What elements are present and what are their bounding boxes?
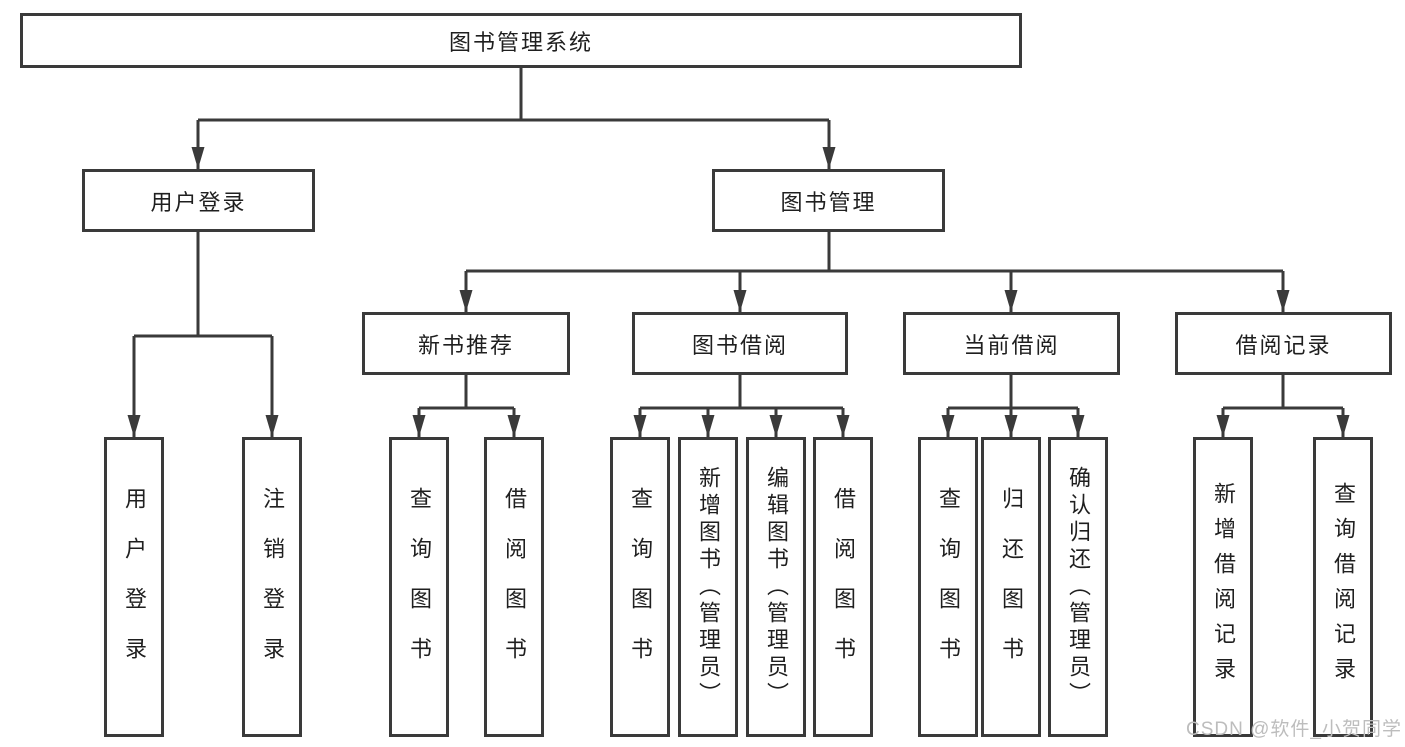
node-book-borrowing-label: 图书借阅 bbox=[691, 332, 788, 358]
leaf-query-books-borrowing: 查询图书 bbox=[610, 437, 670, 737]
csdn-watermark: CSDN @软件_小贺同学 bbox=[1186, 719, 1402, 740]
leaf-add-borrow-record: 新增借阅记录 bbox=[1193, 437, 1253, 737]
leaf-confirm-return-admin-label: 确认归还（管理员） bbox=[1066, 465, 1091, 709]
node-book-management-label: 图书管理 bbox=[780, 189, 877, 215]
node-library-system-label: 图书管理系统 bbox=[448, 29, 593, 55]
leaf-add-books-admin: 新增图书（管理员） bbox=[678, 437, 738, 737]
node-user-login: 用户登录 bbox=[82, 169, 315, 232]
leaf-edit-books-admin: 编辑图书（管理员） bbox=[746, 437, 806, 737]
leaf-user-login: 用户登录 bbox=[104, 437, 164, 737]
node-current-borrowing: 当前借阅 bbox=[903, 312, 1120, 375]
node-new-book-recommend-label: 新书推荐 bbox=[417, 332, 514, 358]
leaf-borrow-books-label: 借阅图书 bbox=[831, 487, 856, 687]
leaf-return-books-label: 归还图书 bbox=[999, 487, 1024, 687]
leaf-return-books: 归还图书 bbox=[981, 437, 1041, 737]
leaf-add-books-admin-label: 新增图书（管理员） bbox=[696, 465, 721, 709]
node-user-login-label: 用户登录 bbox=[150, 189, 247, 215]
node-book-borrowing: 图书借阅 bbox=[632, 312, 848, 375]
leaf-query-books-current: 查询图书 bbox=[918, 437, 978, 737]
node-book-management: 图书管理 bbox=[712, 169, 945, 232]
leaf-query-books-borrowing-label: 查询图书 bbox=[628, 487, 653, 687]
leaf-logout-label: 注销登录 bbox=[260, 487, 285, 687]
leaf-query-books-recommend-label: 查询图书 bbox=[407, 487, 432, 687]
leaf-query-books-current-label: 查询图书 bbox=[936, 487, 961, 687]
leaf-add-borrow-record-label: 新增借阅记录 bbox=[1211, 482, 1236, 692]
leaf-borrow-books-recommend-label: 借阅图书 bbox=[502, 487, 527, 687]
leaf-borrow-books: 借阅图书 bbox=[813, 437, 873, 737]
node-borrowing-records-label: 借阅记录 bbox=[1235, 332, 1332, 358]
leaf-logout: 注销登录 bbox=[242, 437, 302, 737]
node-library-system: 图书管理系统 bbox=[20, 13, 1022, 68]
leaf-query-borrow-record: 查询借阅记录 bbox=[1313, 437, 1373, 737]
node-current-borrowing-label: 当前借阅 bbox=[963, 332, 1060, 358]
leaf-edit-books-admin-label: 编辑图书（管理员） bbox=[764, 465, 789, 709]
leaf-borrow-books-recommend: 借阅图书 bbox=[484, 437, 544, 737]
leaf-query-borrow-record-label: 查询借阅记录 bbox=[1331, 482, 1356, 692]
leaf-user-login-label: 用户登录 bbox=[122, 487, 147, 687]
node-new-book-recommend: 新书推荐 bbox=[362, 312, 570, 375]
leaf-query-books-recommend: 查询图书 bbox=[389, 437, 449, 737]
node-borrowing-records: 借阅记录 bbox=[1175, 312, 1392, 375]
leaf-confirm-return-admin: 确认归还（管理员） bbox=[1048, 437, 1108, 737]
